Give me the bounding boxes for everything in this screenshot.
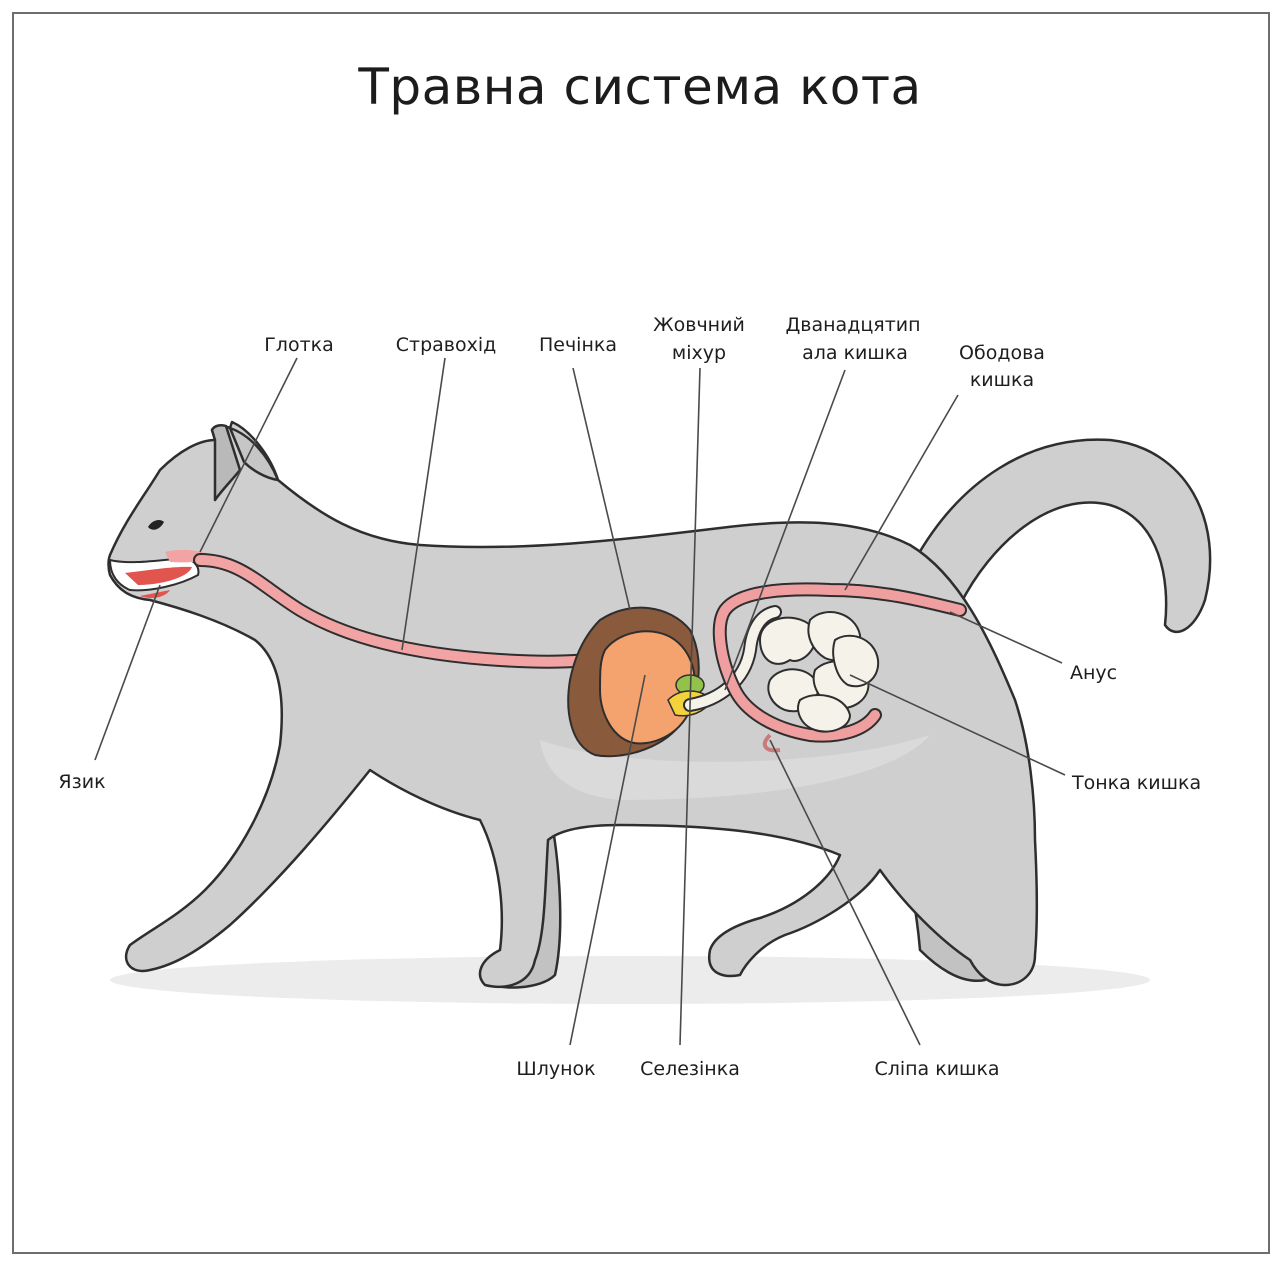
label-stomach: Шлунок: [516, 1058, 595, 1080]
small-intestine: [758, 611, 880, 733]
mouth: [108, 549, 215, 598]
label-tongue: Язик: [58, 771, 105, 793]
label-duodenum-1: Дванадцятип: [785, 314, 920, 336]
leader-gallbladder: [679, 367, 701, 1046]
leader-lines: [94, 357, 1066, 1046]
leader-duodenum: [724, 369, 846, 691]
eye: [148, 519, 164, 530]
leader-cecum: [769, 739, 921, 1046]
body-highlight: [540, 735, 930, 800]
label-spleen: Селезінка: [640, 1058, 740, 1080]
leader-small-intestine: [849, 674, 1066, 776]
label-cecum: Сліпа кишка: [874, 1058, 999, 1080]
ground-shadow: [110, 956, 1150, 1004]
label-duodenum-2: ала кишка: [802, 342, 908, 364]
label-pharynx: Глотка: [264, 334, 334, 356]
label-small-intestine: Тонка кишка: [1071, 772, 1201, 794]
leader-anus: [949, 611, 1063, 664]
label-esophagus: Стравохід: [396, 334, 497, 356]
label-colon-2: кишка: [970, 369, 1034, 391]
label-colon-1: Ободова: [959, 342, 1045, 364]
leader-colon: [844, 394, 959, 591]
leader-stomach: [569, 674, 646, 1046]
label-anus: Анус: [1070, 662, 1117, 684]
ears: [210, 423, 280, 502]
label-gallbladder-1: Жовчний: [653, 314, 745, 336]
leader-esophagus: [401, 357, 446, 651]
label-liver: Печінка: [539, 334, 617, 356]
leader-liver: [572, 367, 631, 611]
leader-tongue: [94, 584, 161, 761]
cecum: [762, 733, 781, 753]
cat-tail: [913, 438, 1212, 634]
diagram-title: Травна система кота: [358, 58, 922, 116]
label-gallbladder-2: міхур: [672, 342, 726, 364]
stomach: [598, 630, 696, 745]
leader-pharynx: [199, 357, 298, 553]
